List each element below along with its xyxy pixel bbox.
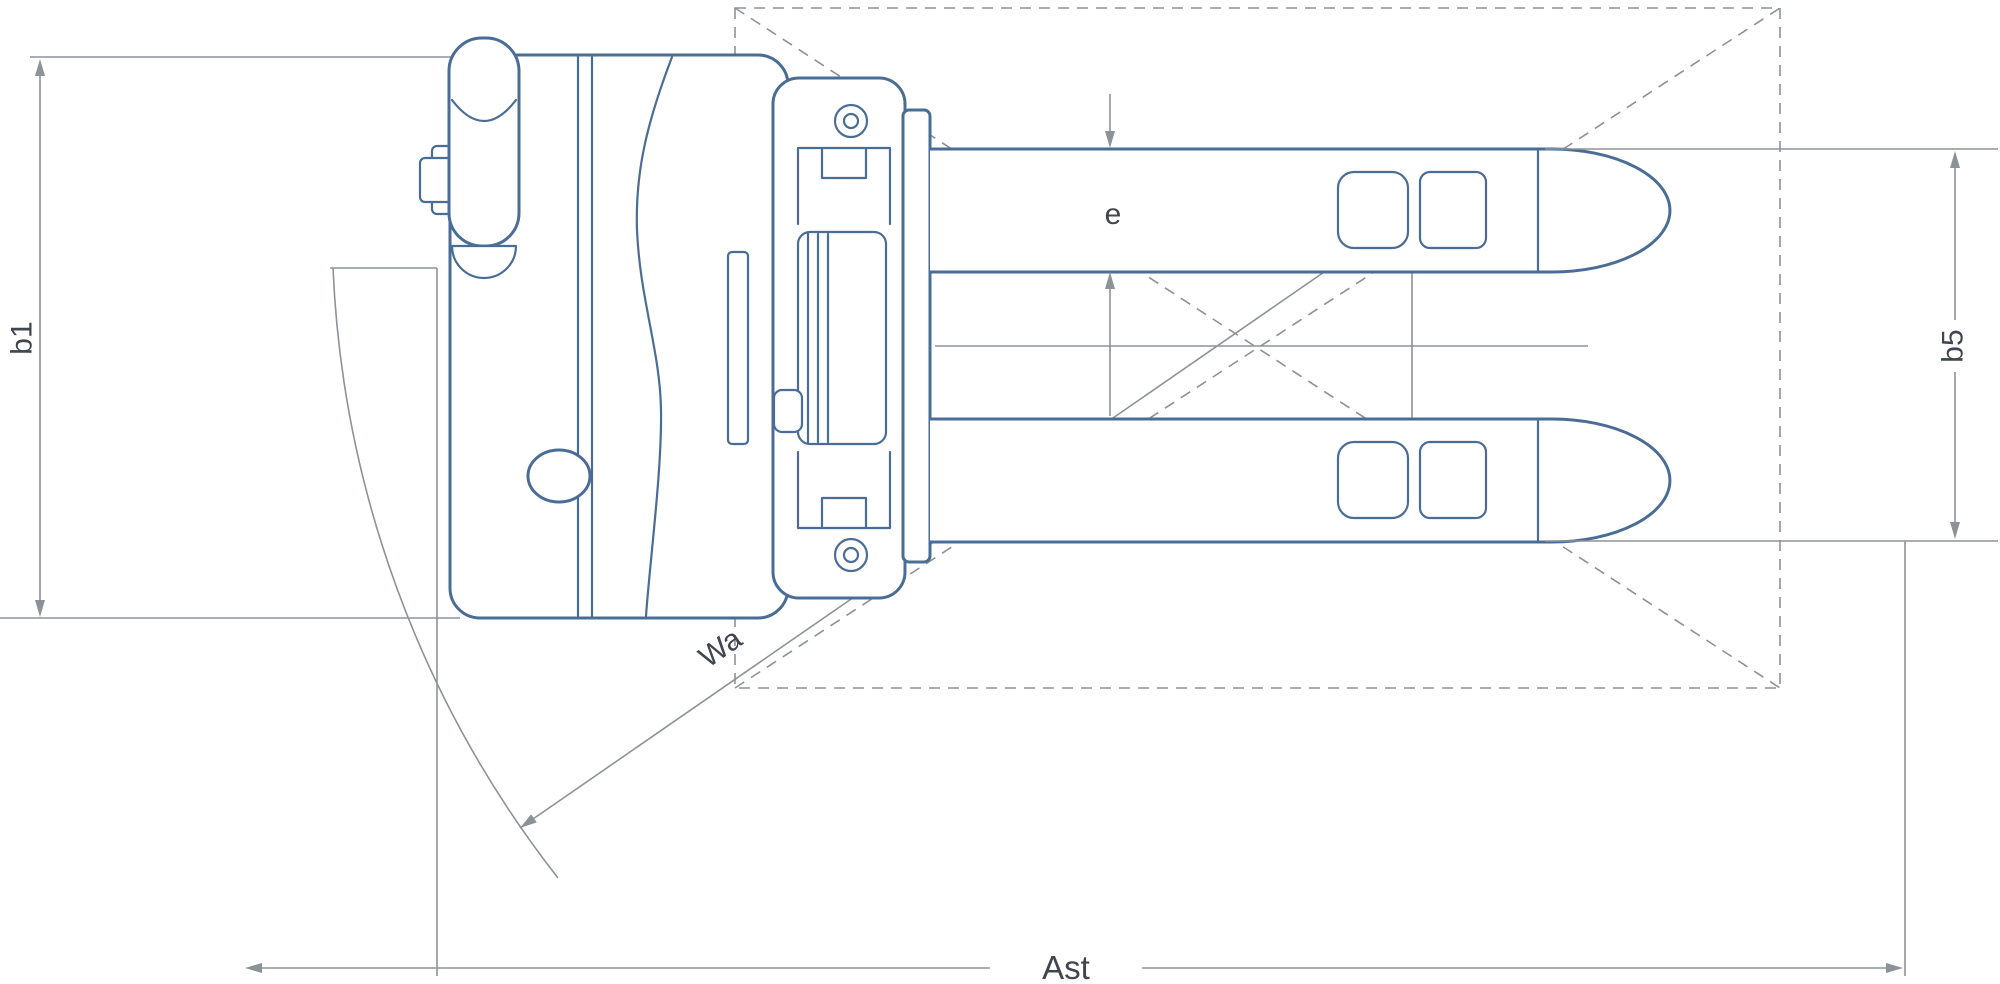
label-wa: Wa [693,622,748,674]
drive-wheel-half [450,244,518,280]
drive-unit-housing [447,36,521,248]
carriage-tab [772,388,804,434]
dimension-ast: Ast [245,541,1906,984]
arrowhead-left [245,963,262,973]
dimension-b1: b1 [6,59,45,617]
label-ast: Ast [1042,949,1090,984]
load-roller [1418,440,1488,520]
fork-top [928,147,1672,274]
load-roller [1336,170,1410,250]
fork-bottom [928,417,1672,544]
label-b1: b1 [6,321,39,354]
bolt-top [833,103,869,139]
pallet-dashed-rect [734,7,1781,689]
carriage-plate [796,230,888,446]
tiller-stub [418,156,454,204]
bolt-bottom-inner [842,546,860,564]
arrowhead-down [1105,131,1115,148]
chassis-cover-curve [635,55,674,618]
dimension-e: e [1105,94,1122,416]
bracket-top [796,146,892,226]
dimension-b5: b5 [1545,148,1998,542]
caster-wheel [526,448,592,504]
chassis-slot [726,250,750,446]
bolt-top-inner [842,112,860,130]
arrowhead-down [35,600,45,617]
fork-backrest-plate [901,108,932,564]
load-roller [1336,440,1410,520]
label-e: e [1105,198,1122,231]
pallet-load-outline [734,7,1781,689]
bracket-bottom-notch [820,496,868,530]
arrowhead-turning-radius [520,814,537,828]
wa-turning-arc [332,267,559,879]
label-b5: b5 [1937,329,1970,362]
arrowhead-down [1950,522,1960,539]
dimension-wa: Wa [520,622,748,828]
drive-wheel-arc [450,98,518,123]
bracket-bottom [796,450,892,530]
truck-top-view [418,36,1672,620]
load-roller [1418,170,1488,250]
bracket-top-notch [820,146,868,180]
arrowhead-up [35,59,45,76]
arrowhead-up [1105,272,1115,289]
arrowhead-up [1950,151,1960,168]
bolt-bottom [833,537,869,573]
arrowhead-right [1886,963,1903,973]
